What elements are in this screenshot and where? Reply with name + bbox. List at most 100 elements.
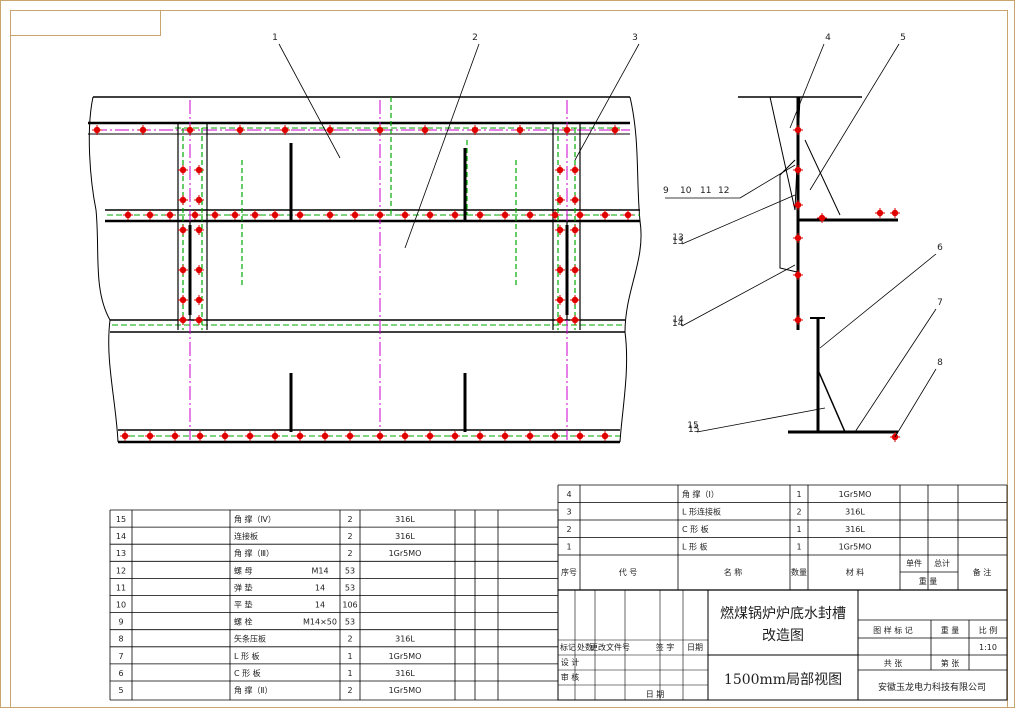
part-label-14: 14 [672, 315, 684, 325]
bolt-hole [575, 431, 585, 441]
bom-name: 角 撑（Ⅲ） [234, 548, 274, 558]
part-label-13: 13 [672, 237, 683, 247]
part-label-3: 3 [632, 33, 638, 43]
bolt-hole [178, 165, 188, 175]
bom-qty: 1 [347, 669, 352, 678]
bolt-hole [525, 210, 535, 220]
bolt-hole [270, 431, 280, 441]
side-brace [804, 139, 841, 216]
part-label-5: 5 [900, 33, 906, 43]
bom-qty: 2 [796, 508, 801, 517]
bolt-hole [280, 125, 290, 135]
bolt-hole [817, 213, 827, 223]
part-label-9: 9 [663, 186, 669, 196]
bolt-hole [555, 295, 565, 305]
part-label-11: 11 [700, 186, 711, 196]
leader-line [854, 308, 937, 433]
bolt-hole [345, 431, 355, 441]
part-label-2: 2 [472, 33, 478, 43]
bolt-hole [793, 200, 803, 210]
bolt-hole [525, 431, 535, 441]
part-label-4: 4 [825, 33, 831, 43]
part-label-15: 15 [687, 421, 698, 431]
bolt-hole [610, 125, 620, 135]
bolt-hole [400, 431, 410, 441]
bom-header-code: 代 号 [619, 567, 638, 577]
bom-qty: 2 [347, 515, 352, 524]
bom-name: 角 撑（Ⅳ） [234, 514, 276, 524]
bolt-hole [425, 210, 435, 220]
bom-no: 4 [566, 490, 571, 499]
bolt-hole [190, 210, 200, 220]
bom-name: 螺 母 [234, 565, 253, 575]
leader-line [894, 368, 937, 438]
bolt-hole [178, 265, 188, 275]
bolt-hole [320, 431, 330, 441]
bolt-hole [450, 210, 460, 220]
bolt-hole [555, 265, 565, 275]
bom-name: 角 撑（Ⅱ） [234, 685, 272, 695]
bolt-hole [210, 210, 220, 220]
tb-scale-label: 比 例 [979, 625, 998, 635]
bolt-hole [623, 210, 633, 220]
bolt-hole [220, 431, 230, 441]
bom-qty: 2 [347, 686, 352, 695]
bom-qty: 1 [347, 652, 352, 661]
leader-line [681, 194, 796, 245]
bolt-hole [178, 195, 188, 205]
leader-line [789, 43, 825, 129]
bom-mat: 1Gr5MO [389, 652, 422, 661]
bom-mat: 1Gr5MO [389, 549, 422, 558]
bolt-hole [420, 125, 430, 135]
bom-name: C 形 板 [682, 524, 709, 534]
bolt-hole [793, 233, 803, 243]
tb-design: 设 计 [561, 657, 580, 667]
bom-header-weight: 重 量 [919, 576, 938, 586]
bolt-hole [793, 125, 803, 135]
bolt-hole [562, 125, 572, 135]
bom-mat: 1Gr5MO [839, 543, 872, 552]
bom-qty: 2 [347, 635, 352, 644]
bom-mat: 316L [845, 525, 865, 534]
bom-qty: 1 [796, 490, 801, 499]
bolt-hole [600, 431, 610, 441]
bolt-hole [295, 210, 305, 220]
side-lower-brace [817, 369, 846, 433]
bolt-hole [194, 295, 204, 305]
bom-qty: 106 [342, 601, 357, 610]
bom-header-no: 序号 [561, 567, 577, 577]
bom-no: 13 [116, 549, 126, 558]
bolt-hole [145, 210, 155, 220]
bolt-hole [170, 431, 180, 441]
bolt-hole [178, 315, 188, 325]
bom-qty: 1 [796, 543, 801, 552]
tb-sheet-label: 共 张 [884, 659, 903, 668]
bolt-hole [570, 195, 580, 205]
bom-mat: 316L [845, 508, 865, 517]
part-label-10: 10 [680, 186, 692, 196]
bom-name: C 形 板 [234, 668, 261, 678]
bom-spec: M14×50 [303, 618, 337, 627]
bolt-hole [270, 210, 280, 220]
title-line2: 改造图 [762, 628, 804, 644]
tb-sheet-no-label: 第 张 [941, 658, 960, 668]
bom-name: L 形连接板 [682, 507, 721, 517]
bom-spec: M14 [311, 566, 328, 575]
bolt-hole [550, 431, 560, 441]
bolt-hole [350, 210, 360, 220]
part-label-7: 7 [937, 298, 943, 308]
tb-check: 审 核 [561, 672, 580, 682]
bolt-hole [138, 125, 148, 135]
title-block-frame [557, 589, 1008, 701]
bolt-hole [400, 210, 410, 220]
bolt-hole [570, 315, 580, 325]
bom-mat: 316L [395, 532, 415, 541]
break-line-right [619, 96, 642, 443]
bolt-hole [375, 210, 385, 220]
bolt-hole [123, 210, 133, 220]
bom-no: 1 [566, 543, 571, 552]
bolt-hole [570, 225, 580, 235]
bom-header-single: 单件 [906, 558, 922, 568]
